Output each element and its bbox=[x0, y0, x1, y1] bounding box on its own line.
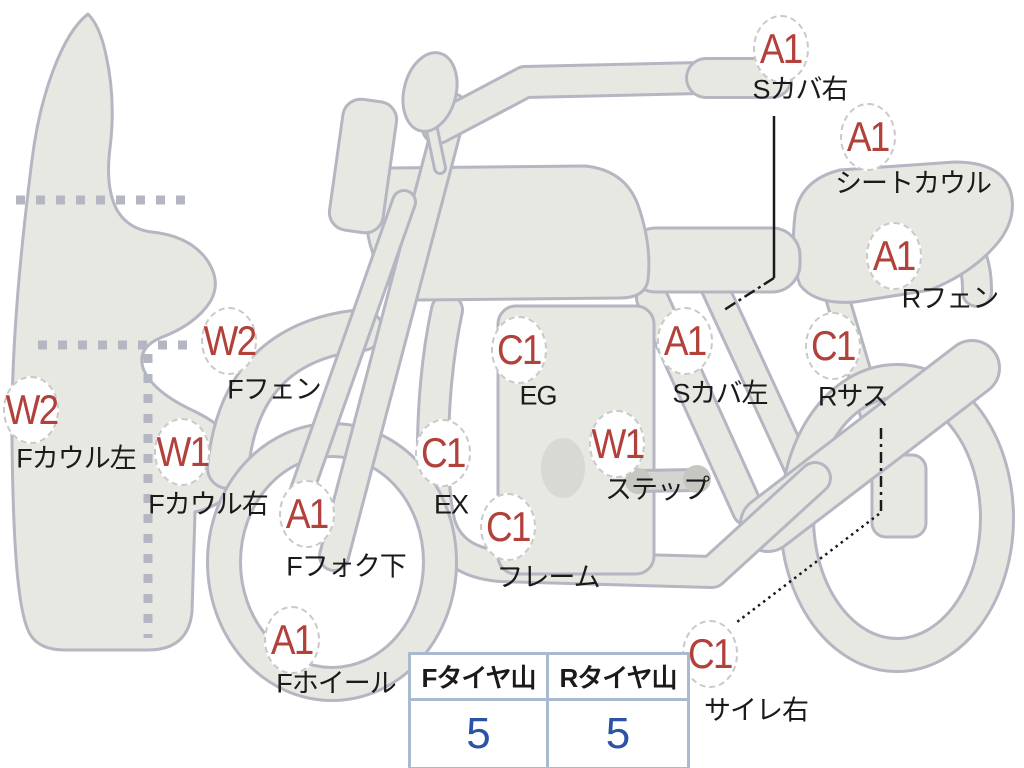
condition-code: A1 bbox=[271, 616, 314, 663]
rear-tire-tread-value: 5 bbox=[605, 709, 631, 758]
marker-scover-left-label: Sカバ左 bbox=[672, 378, 768, 409]
marker-rear-fender-label: Rフェン bbox=[901, 283, 999, 314]
front-fork-shape bbox=[287, 92, 468, 572]
condition-code: A1 bbox=[760, 25, 803, 72]
marker-fcowl-right-label: Fカウル右 bbox=[148, 489, 268, 520]
marker-seat-cowl-label: シートカウル bbox=[835, 168, 992, 199]
rear-tire-tread-header: Rタイヤ山 bbox=[549, 655, 687, 701]
marker-fcowl-left-label: Fカウル左 bbox=[16, 443, 136, 474]
condition-code: C1 bbox=[486, 503, 531, 550]
marker-rear-sus: C1 bbox=[805, 312, 861, 380]
panel-split-dotted-lines bbox=[16, 195, 196, 638]
handlebar-shape bbox=[421, 57, 793, 145]
condition-code: C1 bbox=[421, 429, 466, 476]
step-shape bbox=[625, 465, 711, 494]
marker-fcowl-left: W2 bbox=[3, 376, 59, 444]
condition-code: W1 bbox=[591, 420, 645, 467]
marker-scover-right-label: Sカバ右 bbox=[752, 74, 848, 105]
marker-step: W1 bbox=[589, 410, 645, 478]
condition-code: C1 bbox=[688, 630, 733, 677]
marker-engine: C1 bbox=[491, 316, 547, 384]
marker-step-label: ステップ bbox=[605, 474, 710, 505]
tire-tread-table: Fタイヤ山 Rタイヤ山 5 5 bbox=[408, 652, 690, 768]
marker-front-fender: W2 bbox=[201, 307, 257, 375]
condition-code: A1 bbox=[847, 113, 890, 160]
condition-code: W2 bbox=[203, 317, 257, 364]
marker-exhaust-label: EX bbox=[433, 489, 469, 520]
front-tire-tread-header: Fタイヤ山 bbox=[411, 655, 549, 701]
marker-ffork-lower-label: Fフォク下 bbox=[286, 551, 406, 582]
marker-frame-label: フレーム bbox=[496, 562, 600, 593]
leader-lines bbox=[723, 116, 883, 623]
condition-code: A1 bbox=[873, 232, 916, 279]
marker-silencer-right-label: サイレ右 bbox=[704, 695, 809, 726]
marker-silencer-right: C1 bbox=[682, 620, 738, 688]
windscreen-shape bbox=[327, 97, 399, 235]
leader-scover-right-dashdot bbox=[723, 276, 775, 312]
marker-scover-right: A1 bbox=[753, 15, 809, 83]
marker-rear-sus-label: Rサス bbox=[818, 381, 889, 412]
marker-scover-left: A1 bbox=[657, 307, 713, 375]
mirror-shape bbox=[401, 51, 459, 175]
condition-code: W1 bbox=[156, 428, 210, 475]
condition-code: C1 bbox=[497, 326, 542, 373]
marker-seat-cowl: A1 bbox=[840, 103, 896, 171]
condition-code: C1 bbox=[811, 322, 856, 369]
marker-rear-fender: A1 bbox=[866, 222, 922, 290]
marker-ffork-lower: A1 bbox=[279, 480, 335, 548]
condition-code: W2 bbox=[5, 386, 59, 433]
front-fender-shape bbox=[206, 308, 384, 490]
marker-frame: C1 bbox=[480, 493, 536, 561]
marker-front-fender-label: Fフェン bbox=[227, 374, 321, 405]
front-tire-tread-value: 5 bbox=[411, 701, 549, 767]
marker-fcowl-right: W1 bbox=[154, 418, 210, 486]
marker-front-wheel-label: Fホイール bbox=[276, 668, 396, 699]
marker-exhaust: C1 bbox=[415, 419, 471, 487]
marker-engine-label: EG bbox=[519, 380, 557, 411]
marker-front-wheel: A1 bbox=[264, 606, 320, 674]
condition-code: A1 bbox=[664, 317, 707, 364]
condition-code: A1 bbox=[286, 490, 329, 537]
